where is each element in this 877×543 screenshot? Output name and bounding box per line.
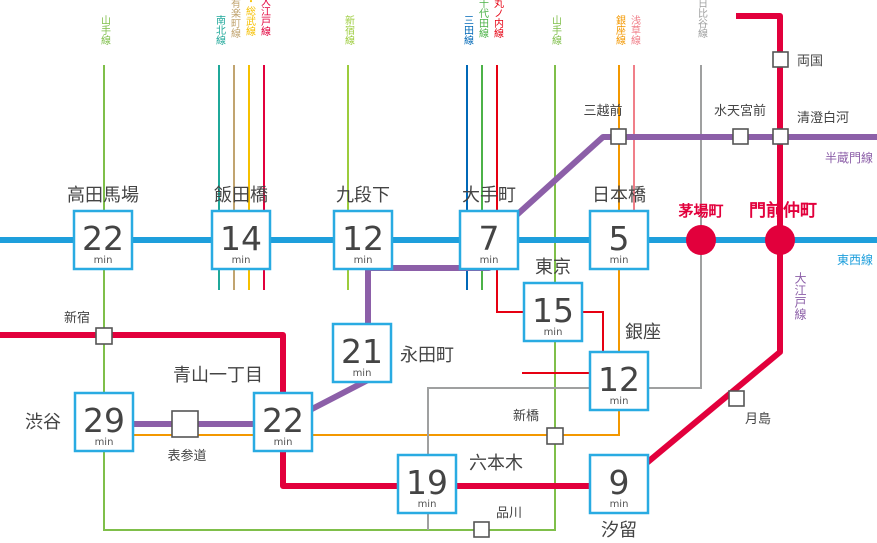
nihombashi-minutes: 5 <box>609 219 630 258</box>
roppongi-box[interactable] <box>396 453 458 515</box>
tokyo-unit: min <box>544 327 563 338</box>
minute-units: min min min min min min min min min min … <box>94 255 629 510</box>
takadanobaba-minutes: 22 <box>82 219 124 258</box>
kiyosumishirakawa-marker[interactable] <box>772 128 789 145</box>
iidabashi-box[interactable] <box>210 209 272 271</box>
shimbashi-name: 新橋 <box>513 408 539 424</box>
aoyamaitchome-unit: min <box>274 437 293 448</box>
iidabashi-minutes: 14 <box>220 219 262 258</box>
shiodome-unit: min <box>610 499 629 510</box>
shinagawa-name: 品川 <box>496 506 522 521</box>
tozai-label: 東西線 <box>837 252 873 267</box>
line-labels-vertical: 山手線 南北線 有楽町線 中央・総武線 大江戸線 新宿線 三田線 千代田線 丸ノ… <box>99 0 808 320</box>
asakusa-label: 浅草線 <box>629 14 641 45</box>
ginza-minutes: 12 <box>598 360 640 399</box>
otemachi-box[interactable] <box>458 209 520 271</box>
ginza-name: 銀座 <box>625 322 661 343</box>
chiyoda-label: 千代田線 <box>477 0 489 38</box>
tokyo-name: 東京 <box>535 257 571 278</box>
otemachi-name: 大手町 <box>462 185 516 206</box>
omotesando-marker[interactable] <box>171 410 199 438</box>
takadanobaba-name: 高田馬場 <box>67 185 139 206</box>
nihombashi-box[interactable] <box>588 209 650 271</box>
shimbashi-marker[interactable] <box>546 427 564 445</box>
shibuya-minutes: 29 <box>83 401 125 440</box>
aoyamaitchome-box[interactable] <box>252 391 314 453</box>
iidabashi-unit: min <box>232 255 251 266</box>
ryogoku-marker[interactable] <box>772 51 789 68</box>
nagatacho-name: 永田町 <box>400 345 454 366</box>
shinjuku-line-label: 新宿線 <box>343 14 355 45</box>
hanzomon-label: 半蔵門線 <box>825 150 873 165</box>
oedo-right-label: 大江戸線 <box>793 272 807 320</box>
mitsukoshimae-name: 三越前 <box>583 103 622 119</box>
kiyosumishirakawa-name: 清澄白河 <box>797 110 849 126</box>
mita-label: 三田線 <box>462 15 474 45</box>
station-names: 高田馬場 飯田橋 九段下 大手町 日本橋 永田町 東京 銀座 渋谷 青山一丁目 … <box>25 185 661 541</box>
yurakucho-label: 有楽町線 <box>229 0 241 38</box>
tokyo-box[interactable] <box>522 281 584 343</box>
otemachi-unit: min <box>480 255 499 266</box>
shinagawa-marker[interactable] <box>473 521 490 538</box>
marunouchi-label: 丸ノ内線 <box>492 0 504 38</box>
kudanshita-name: 九段下 <box>336 185 390 206</box>
ginza-box[interactable] <box>588 350 650 412</box>
shibuya-name: 渋谷 <box>25 412 61 433</box>
takadanobaba-box[interactable] <box>72 209 134 271</box>
chuo-sobu-label: 中央・総武線 <box>244 0 256 36</box>
ginza-line-label: 銀座線 <box>614 14 626 45</box>
aoyamaitchome-name: 青山一丁目 <box>173 365 263 386</box>
shibuya-box[interactable] <box>73 391 135 453</box>
hibiya-label: 日比谷線 <box>696 0 708 38</box>
minor-station-names: 両国 三越前 水天宮前 清澄白河 新宿 表参道 新橋 月島 品川 <box>64 54 849 521</box>
namboku-label: 南北線 <box>214 14 226 45</box>
monzennakacho-name: 門前仲町 <box>749 200 817 221</box>
yamanote-left-label: 山手線 <box>99 15 111 45</box>
nagatacho-box[interactable] <box>331 322 393 384</box>
shiodome-minutes: 9 <box>609 463 630 502</box>
nagatacho-minutes: 21 <box>341 332 383 371</box>
mitsukoshimae-marker[interactable] <box>610 128 627 145</box>
kayabacho-name: 茅場町 <box>678 202 723 220</box>
yamanote-right-label: 山手線 <box>550 15 562 45</box>
station-boxes <box>72 209 650 515</box>
kudanshita-minutes: 12 <box>342 219 384 258</box>
iidabashi-name: 飯田橋 <box>214 185 268 206</box>
shiodome-box[interactable] <box>588 453 650 515</box>
ryogoku-name: 両国 <box>797 54 823 69</box>
otemachi-minutes: 7 <box>479 219 500 258</box>
minute-numbers: 22 14 12 7 5 21 15 12 29 22 19 9 <box>82 219 640 502</box>
kudanshita-box[interactable] <box>332 209 394 271</box>
omotesando-name: 表参道 <box>167 448 206 464</box>
tsukishima-marker[interactable] <box>728 390 745 407</box>
oedo-top-label: 大江戸線 <box>259 0 271 36</box>
shiodome-name: 汐留 <box>601 520 637 541</box>
roppongi-name: 六本木 <box>469 453 523 474</box>
shinjuku-name: 新宿 <box>64 310 90 326</box>
suitengumae-name: 水天宮前 <box>714 103 766 119</box>
roppongi-unit: min <box>418 499 437 510</box>
aoyamaitchome-minutes: 22 <box>262 401 304 440</box>
nihombashi-name: 日本橋 <box>592 185 646 206</box>
monzennakacho-marker[interactable] <box>765 225 795 255</box>
roppongi-minutes: 19 <box>406 463 448 502</box>
nihombashi-unit: min <box>610 255 629 266</box>
suitengumae-marker[interactable] <box>732 128 749 145</box>
minor-stations <box>95 51 789 538</box>
shinjuku-marker[interactable] <box>95 327 113 345</box>
tokyo-minutes: 15 <box>532 291 574 330</box>
kayabacho-marker[interactable] <box>686 225 716 255</box>
ginza-unit: min <box>610 396 629 407</box>
nagatacho-unit: min <box>353 368 372 379</box>
takadanobaba-unit: min <box>94 255 113 266</box>
kudanshita-unit: min <box>354 255 373 266</box>
tsukishima-name: 月島 <box>745 412 771 427</box>
shibuya-unit: min <box>95 437 114 448</box>
